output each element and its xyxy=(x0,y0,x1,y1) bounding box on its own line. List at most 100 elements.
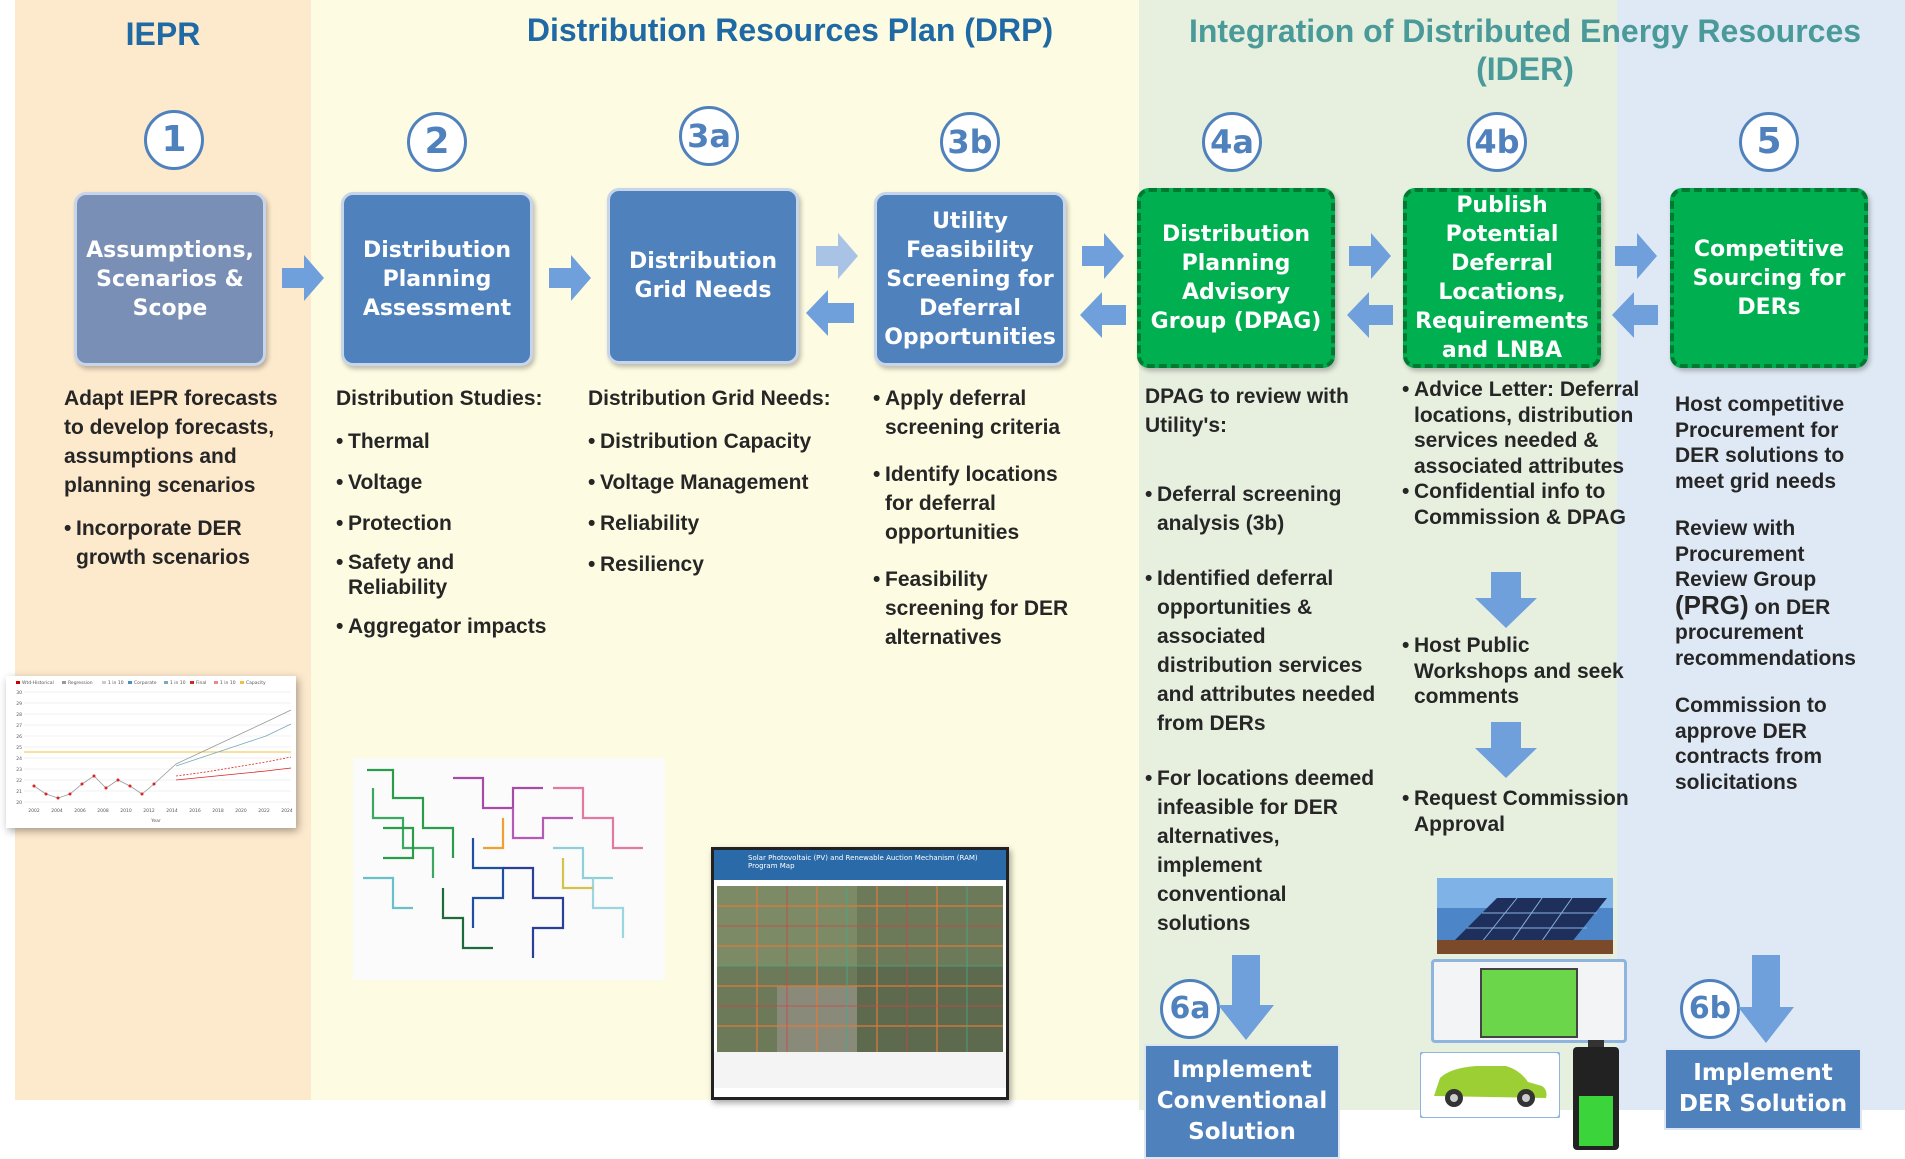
right-arrow-icon xyxy=(1349,233,1391,279)
list-item: Identified deferral opportunities & asso… xyxy=(1145,564,1377,738)
down-arrow-icon xyxy=(1475,722,1537,778)
list-item: Identify locations for deferral opportun… xyxy=(873,460,1085,547)
distribution-network-map xyxy=(353,758,665,980)
publish-steps-list: Host Public Workshops and seek comments xyxy=(1402,633,1642,710)
svg-text:23: 23 xyxy=(16,767,22,773)
procurement-paragraph: Review with Procurement Review Group (PR… xyxy=(1675,516,1875,671)
list-item: Deferral screening analysis (3b) xyxy=(1145,480,1377,538)
svg-text:2018: 2018 xyxy=(212,808,224,814)
prg-acronym: (PRG) xyxy=(1675,589,1749,620)
chart-legend-label: Regression xyxy=(68,680,93,686)
step-box-publish-deferral: Publish Potential Deferral Locations, Re… xyxy=(1403,188,1601,368)
svg-text:2002: 2002 xyxy=(28,808,40,814)
implement-conventional-solution: Implement Conventional Solution xyxy=(1144,1044,1340,1159)
left-arrow-icon xyxy=(1347,292,1393,338)
step-box-grid-needs: Distribution Grid Needs xyxy=(607,188,799,364)
step-box-dpag: Distribution Planning Advisory Group (DP… xyxy=(1137,188,1335,368)
chart-legend-label: Final xyxy=(196,680,206,686)
svg-text:2014: 2014 xyxy=(166,808,178,814)
outcome-label: Implement DER Solution xyxy=(1678,1060,1848,1117)
prg-review-text: on DER procurement recommendations xyxy=(1675,595,1856,670)
svg-text:20: 20 xyxy=(16,800,22,806)
step-number-2: 2 xyxy=(407,112,467,172)
chart-legend-label: 1 in 10 xyxy=(170,680,186,686)
step-box-competitive-sourcing: Competitive Sourcing for DERs xyxy=(1670,188,1868,368)
list-item: Host Public Workshops and seek comments xyxy=(1402,633,1642,710)
iepr-description: Adapt IEPR forecasts to develop forecast… xyxy=(64,384,294,572)
svg-text:26: 26 xyxy=(16,734,22,740)
chart-legend-label: Capacity xyxy=(246,680,266,686)
right-arrow-icon xyxy=(1082,233,1124,279)
right-arrow-icon xyxy=(1615,233,1657,279)
list-item: Apply deferral screening criteria xyxy=(873,384,1085,442)
list-heading: DPAG to review with Utility's: xyxy=(1145,385,1349,437)
chart-legend-label: 1 in 10 xyxy=(220,680,236,686)
svg-text:28: 28 xyxy=(16,712,22,718)
step-number-3b: 3b xyxy=(940,112,1000,172)
map-footer xyxy=(714,1052,1006,1088)
step-box-assumptions: Assumptions, Scenarios & Scope xyxy=(74,192,266,366)
screening-list: Apply deferral screening criteria Identi… xyxy=(873,384,1085,652)
dpag-review-list: DPAG to review with Utility's: Deferral … xyxy=(1145,382,1377,938)
step-number-1: 1 xyxy=(144,110,204,170)
battery-icon xyxy=(1573,1040,1619,1150)
list-heading: Distribution Studies: xyxy=(336,387,543,410)
step-number-3a: 3a xyxy=(679,106,739,166)
svg-text:2024: 2024 xyxy=(281,808,293,814)
list-item: Request Commission Approval xyxy=(1402,786,1642,837)
step-number-4a: 4a xyxy=(1202,112,1262,172)
chart-legend-label: Wtd-Historical xyxy=(22,680,54,686)
electric-car-image xyxy=(1420,1052,1560,1118)
step-label: Publish Potential Deferral Locations, Re… xyxy=(1415,193,1589,363)
list-item: Aggregator impacts xyxy=(336,612,566,641)
step-label: Distribution Planning Advisory Group (DP… xyxy=(1150,222,1322,334)
procurement-paragraph: Commission to approve DER contracts from… xyxy=(1675,694,1827,794)
step-label: Distribution Grid Needs xyxy=(628,249,778,303)
list-item: Safety and Reliability xyxy=(336,550,488,600)
list-item: Advice Letter: Deferral locations, distr… xyxy=(1402,377,1642,479)
publish-steps-list: Advice Letter: Deferral locations, distr… xyxy=(1402,377,1642,530)
right-arrow-icon xyxy=(816,233,858,279)
left-arrow-icon xyxy=(1080,292,1126,338)
outcome-label: Implement Conventional Solution xyxy=(1156,1057,1328,1145)
svg-text:24: 24 xyxy=(16,756,22,762)
down-arrow-icon xyxy=(1218,955,1274,1040)
list-item: Thermal xyxy=(336,427,566,456)
left-arrow-icon xyxy=(1612,292,1658,338)
svg-text:2004: 2004 xyxy=(51,808,63,814)
chart-legend-label: 1 in 10 xyxy=(108,680,124,686)
ider-header: Integration of Distributed Energy Resour… xyxy=(1188,13,1862,87)
svg-text:21: 21 xyxy=(16,789,22,795)
ram-program-map-screenshot: Solar Photovoltaic (PV) and Renewable Au… xyxy=(711,847,1009,1100)
svg-text:27: 27 xyxy=(16,723,22,729)
step-number-6a: 6a xyxy=(1160,979,1220,1039)
svg-text:2006: 2006 xyxy=(74,808,86,814)
forecast-chart-image: Wtd-Historical Regression 1 in 10 Corpor… xyxy=(6,676,296,828)
list-item: Confidential info to Commission & DPAG xyxy=(1402,479,1642,530)
solar-panels-image xyxy=(1437,878,1613,954)
iepr-intro: Adapt IEPR forecasts to develop forecast… xyxy=(64,387,278,497)
iepr-header: IEPR xyxy=(125,16,201,52)
procurement-band xyxy=(1617,0,1905,1110)
step-box-feasibility-screening: Utility Feasibility Screening for Deferr… xyxy=(874,192,1066,366)
right-arrow-icon xyxy=(282,255,324,301)
iepr-bullet: Incorporate DER growth scenarios xyxy=(64,514,294,572)
procurement-paragraph: Host competitive Procurement for DER sol… xyxy=(1675,393,1845,493)
left-arrow-icon xyxy=(806,290,854,336)
step-number-5: 5 xyxy=(1739,112,1799,172)
svg-text:25: 25 xyxy=(16,745,22,751)
svg-text:22: 22 xyxy=(16,778,22,784)
svg-text:2022: 2022 xyxy=(258,808,270,814)
step-box-planning-assessment: Distribution Planning Assessment xyxy=(341,192,533,366)
step-label: Utility Feasibility Screening for Deferr… xyxy=(884,208,1056,350)
implement-der-solution: Implement DER Solution xyxy=(1664,1048,1862,1130)
list-item: Protection xyxy=(336,509,566,538)
map-header: Solar Photovoltaic (PV) and Renewable Au… xyxy=(714,850,1006,880)
list-item: Reliability xyxy=(588,509,848,538)
distribution-studies-list: Distribution Studies: Thermal Voltage Pr… xyxy=(336,384,566,641)
svg-text:30: 30 xyxy=(16,690,22,696)
prg-review-text: Review with Procurement Review Group xyxy=(1675,517,1817,591)
step-label: Distribution Planning Assessment xyxy=(362,237,512,321)
aerial-map-image xyxy=(717,886,1003,1052)
list-item: For locations deemed infeasible for DER … xyxy=(1145,764,1377,938)
